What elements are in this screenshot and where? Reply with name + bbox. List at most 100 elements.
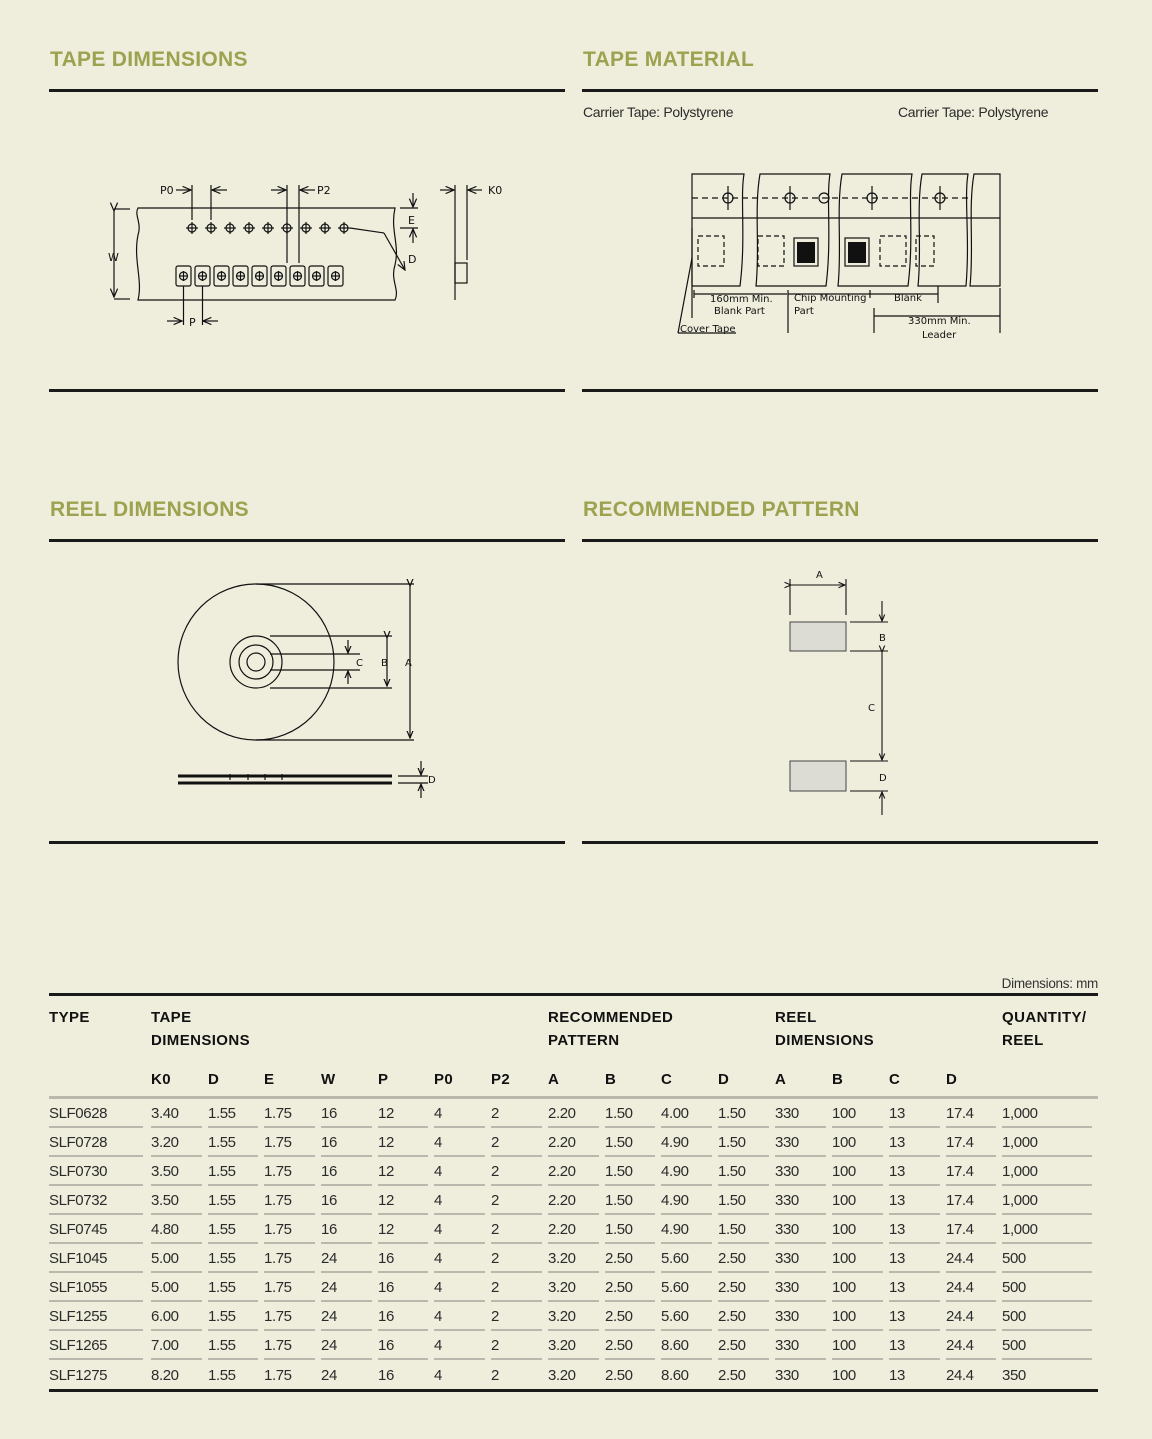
cell-value: 1,000 [1002,1215,1093,1244]
table-cell: 16 [378,1331,434,1360]
column-header: C [889,1062,947,1099]
table-cell: 17.4 [946,1215,1002,1244]
table-cell: 1.75 [264,1099,321,1128]
cell-value: 4 [434,1367,442,1384]
table-cell: 12 [378,1099,434,1128]
cell-value: 16 [321,1128,372,1157]
table-cell: 1.75 [264,1360,321,1389]
cell-value: 330 [775,1244,827,1273]
table-cell: 17.4 [946,1186,1002,1215]
table-cell: 2 [491,1360,548,1389]
table-cell: 4 [434,1128,491,1157]
table-cell: 1.75 [264,1273,321,1302]
table-cell: 16 [321,1157,378,1186]
table-cell: 100 [832,1186,889,1215]
type-cell: SLF0730 [49,1157,151,1186]
section-rule [582,389,1098,392]
table-cell: 3.20 [548,1331,605,1360]
cell-value: 100 [832,1331,884,1360]
cell-value: 1.75 [264,1099,315,1128]
cell-value: 4 [434,1128,485,1157]
pattern-a-label: A [816,570,823,581]
table-cell: 1.50 [605,1099,661,1128]
cell-value: 2 [491,1099,543,1128]
table-cell: 1.75 [264,1215,321,1244]
cell-value: SLF0728 [49,1128,143,1157]
table-cell: 2.50 [718,1273,775,1302]
cell-value: 24.4 [946,1331,997,1360]
table-cell: 100 [832,1273,889,1302]
pattern-c-label: C [868,703,875,714]
cell-value: 4.90 [661,1186,713,1215]
cell-value: 330 [775,1099,827,1128]
table-cell: 13 [889,1099,946,1128]
table-cell: 12 [378,1215,434,1244]
table-cell: 13 [889,1186,946,1215]
cell-value: 17.4 [946,1128,997,1157]
table-cell: 1.50 [718,1099,775,1128]
table-cell: 100 [832,1128,889,1157]
table-cell: 13 [889,1360,946,1389]
column-header: D [946,1062,1003,1099]
table-cell: 8.60 [661,1331,718,1360]
table-cell: 1.75 [264,1244,321,1273]
cell-value: SLF1255 [49,1302,143,1331]
table-cell: 330 [775,1157,832,1186]
table-cell: 2 [491,1186,548,1215]
cell-value: 1.75 [264,1157,315,1186]
section-rule [49,841,565,844]
table-cell: 4.80 [151,1215,208,1244]
cell-value: 500 [1002,1331,1093,1360]
cell-value: 100 [832,1215,884,1244]
k0-label: K0 [488,184,502,197]
cell-value: 5.00 [151,1273,202,1302]
table-cell: 16 [321,1215,378,1244]
table-cell: 17.4 [946,1099,1002,1128]
cell-value: SLF1055 [49,1273,143,1302]
cell-value: 1.75 [264,1331,315,1360]
cell-value: 2 [491,1215,543,1244]
table-cell: 330 [775,1128,832,1157]
table-cell: 13 [889,1128,946,1157]
cell-value: 3.20 [548,1302,600,1331]
cell-value: 24.4 [946,1244,997,1273]
table-cell: 4.90 [661,1215,718,1244]
table-cell: 13 [889,1302,946,1331]
cell-value: 4 [434,1302,485,1331]
blank-label: Blank [894,293,922,304]
cell-value: 1.50 [605,1099,656,1128]
table-cell: 2.50 [605,1331,661,1360]
cell-value: 13 [889,1215,941,1244]
column-header: C [661,1062,719,1099]
table-cell: 24.4 [946,1302,1002,1331]
table-cell: 330 [775,1331,832,1360]
table-cell: 24 [321,1302,378,1331]
cell-value: 12 [378,1099,428,1128]
p2-label: P2 [317,184,331,197]
cell-value: 1.55 [208,1186,258,1215]
column-header: W [321,1062,378,1099]
cell-value: 12 [378,1215,428,1244]
section-rule [582,89,1098,92]
cell-value: 1.55 [208,1128,258,1157]
cell-value: 3.20 [548,1367,576,1384]
p0-label: P0 [160,184,174,197]
table-cell: 350 [1002,1360,1098,1389]
table-cell: 330 [775,1099,832,1128]
cell-value: 16 [378,1302,428,1331]
table-cell: 2.50 [718,1244,775,1273]
cell-value: 1.50 [605,1157,656,1186]
cell-value: 2 [491,1302,543,1331]
tape-material-drawing: 160mm Min. Blank Part Chip Mounting Part… [677,173,1001,341]
cell-value: 1.50 [605,1128,656,1157]
cell-value: 1.50 [718,1099,770,1128]
table-cell: 1.75 [264,1331,321,1360]
cell-value: SLF0732 [49,1186,143,1215]
table-cell: 24.4 [946,1273,1002,1302]
cell-value: 100 [832,1273,884,1302]
reel-a-label: A [405,658,412,669]
table-cell: 24.4 [946,1331,1002,1360]
